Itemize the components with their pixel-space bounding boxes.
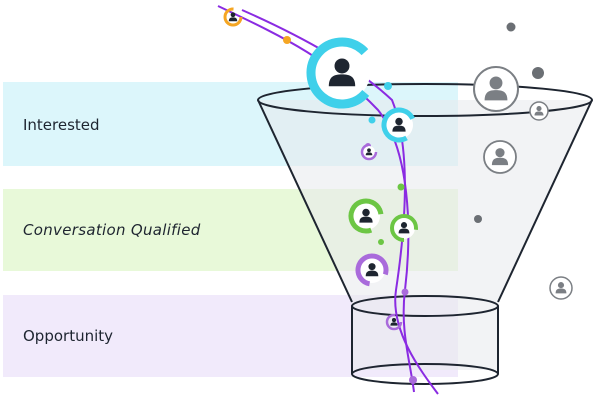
avatar-grey-large [473, 66, 519, 112]
path-dot-cyan-2 [368, 116, 376, 124]
grey-dot-1 [506, 22, 516, 32]
stage-label-interested: Interested [23, 116, 100, 134]
stage-label-opportunity: Opportunity [23, 327, 114, 345]
path-dot-cyan [384, 82, 392, 90]
path-dot-purple-2 [409, 376, 417, 384]
avatar-grey-small [529, 101, 549, 121]
avatar-grey-right [549, 276, 573, 300]
path-dot-purple [401, 288, 409, 296]
avatar-cyan-large [306, 37, 378, 109]
funnel-neck [352, 300, 498, 370]
grey-dot-2 [532, 67, 544, 79]
avatar-green-2 [390, 214, 418, 242]
path-dot-green [397, 183, 405, 191]
funnel-body [258, 100, 592, 300]
stage-label-conversation-qualified: Conversation Qualified [23, 221, 201, 239]
path-dot-green-2 [378, 239, 384, 245]
funnel-outline [257, 83, 593, 385]
avatar-cyan-medium [381, 107, 417, 143]
path-dot-orange [283, 36, 291, 44]
avatar-orange-small [223, 7, 243, 27]
grey-dot-3 [474, 215, 482, 223]
avatar-neck-small [385, 313, 403, 331]
avatar-purple-small [360, 143, 378, 161]
avatar-grey-medium [483, 140, 517, 174]
